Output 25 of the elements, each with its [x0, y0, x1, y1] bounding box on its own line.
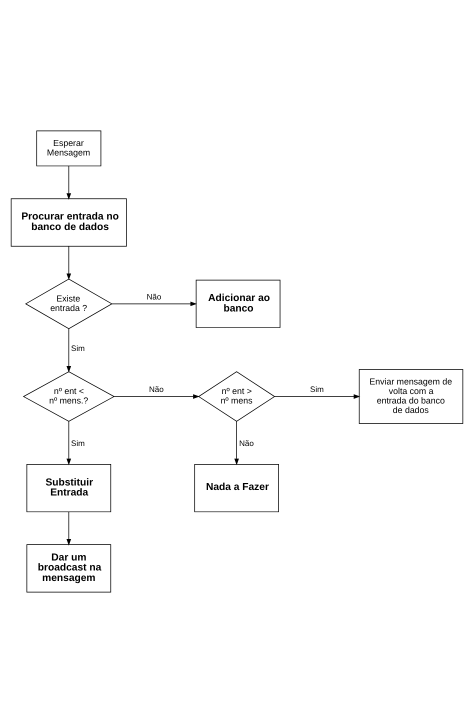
arrow [114, 394, 200, 398]
node-box: Esperar Mensagem [36, 130, 102, 166]
node-box: Nada a Fazer [194, 464, 279, 512]
node-box: Procurar entrada no banco de dados [10, 198, 127, 246]
edge-label: Não [146, 292, 162, 301]
edge-label: Não [149, 384, 164, 394]
edge-label: Sim [71, 438, 85, 448]
arrow [66, 245, 72, 280]
node-box: Dar um broadcast na mensagem [26, 544, 112, 592]
arrow [66, 328, 72, 372]
arrow [274, 394, 360, 398]
node-box: Adicionar ao banco [196, 279, 280, 328]
node-diamond: nº ent < nº mens.? [22, 370, 115, 422]
arrow [112, 301, 197, 306]
node-diamond: nº ent > nº mens [198, 370, 276, 422]
arrow [66, 420, 72, 465]
edge-label: Não [239, 438, 254, 448]
arrow [66, 510, 72, 546]
edge-label: Sim [71, 344, 85, 353]
node-box: Substituir Entrada [26, 464, 112, 512]
edge-label: Sim [310, 384, 324, 394]
node-box: Enviar mensagem de volta com a entrada do banco de dados [358, 368, 464, 424]
arrow [234, 420, 239, 465]
node-diamond: Existe entrada ? [25, 278, 113, 329]
arrow [66, 165, 72, 200]
